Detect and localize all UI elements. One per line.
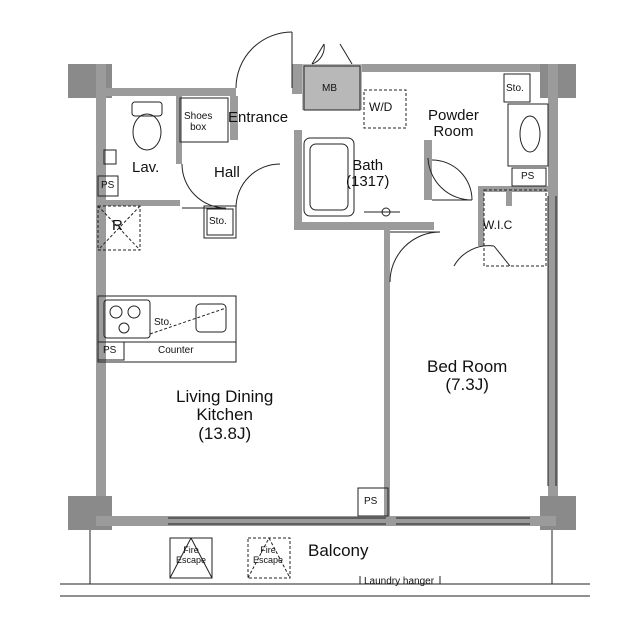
bed-room-label: Bed Room (7.3J) [427, 357, 508, 395]
ldk-line-3: (13.8J) [198, 423, 252, 443]
shoes-box-line-2: box [190, 121, 207, 133]
pipe-space-powder: PS [521, 171, 535, 182]
powder-room-label: Powder Room [428, 107, 479, 141]
balcony-label: Balcony [308, 541, 369, 560]
bath-line-2: (1317) [346, 173, 390, 191]
shoes-box-label: Shoes box [184, 111, 213, 134]
living-dining-kitchen-label: Living Dining Kitchen (13.8J) [176, 387, 274, 443]
pipe-space-kitchen: PS [103, 345, 117, 356]
bed-room-line-2: (7.3J) [445, 375, 489, 395]
powder-room-line-2: Room [433, 123, 474, 141]
storage-label-kitchen: Sto. [154, 317, 172, 328]
hall-label: Hall [214, 164, 240, 181]
mb-label: MB [322, 83, 337, 94]
refrigerator-label: R [112, 217, 123, 234]
wic-label: W.I.C [483, 218, 513, 232]
storage-label-powder: Sto. [506, 83, 524, 94]
plan-lines [60, 31, 590, 597]
fire-escape-2: Fire Escape [253, 545, 284, 565]
lav-label: Lav. [132, 159, 160, 176]
fire-escape-2-line-2: Escape [253, 554, 284, 565]
wd-label: W/D [369, 100, 393, 114]
fire-escape-1-line-1: Fire [183, 545, 199, 555]
fire-escape-1: Fire Escape [176, 545, 207, 565]
bath-label: Bath (1317) [346, 157, 390, 191]
pipe-space-living: PS [364, 496, 378, 507]
laundry-hanger-label: Laundry hanger [364, 576, 435, 587]
fire-escape-1-line-2: Escape [176, 554, 207, 565]
shoes-box-line-1: Shoes [184, 111, 213, 122]
pipe-space-lav: PS [101, 180, 115, 191]
ldk-line-1: Living Dining [176, 387, 274, 406]
bed-room-line-1: Bed Room [427, 357, 508, 376]
walls [68, 64, 576, 530]
entrance-label: Entrance [228, 109, 289, 126]
ldk-line-2: Kitchen [196, 405, 254, 425]
powder-room-line-1: Powder [428, 107, 479, 124]
bath-line-1: Bath [352, 157, 384, 174]
storage-label-hall: Sto. [209, 216, 227, 227]
counter-label: Counter [158, 345, 194, 356]
fire-escape-2-line-1: Fire [260, 545, 276, 555]
